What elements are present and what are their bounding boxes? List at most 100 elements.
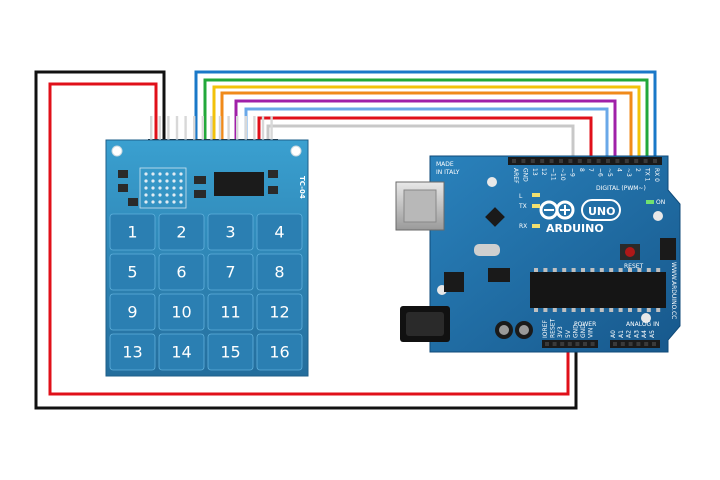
analog-pin-hole[interactable] <box>652 342 656 346</box>
keypad-key-4[interactable]: 4 <box>256 213 303 251</box>
bottom-pin-holes <box>545 342 656 346</box>
digital-pin-hole[interactable] <box>568 159 573 163</box>
power-pin-hole[interactable] <box>590 342 595 346</box>
jumper-pad <box>165 193 169 197</box>
key-pad-surface[interactable] <box>109 293 156 331</box>
digital-pin-hole[interactable] <box>530 159 535 163</box>
power-pin-hole[interactable] <box>560 342 565 346</box>
key-pad-surface[interactable] <box>109 213 156 251</box>
keypad-key-11[interactable]: 11 <box>207 293 254 331</box>
digital-pin-hole[interactable] <box>596 159 601 163</box>
header-pin <box>150 116 153 140</box>
analog-pin-label: A3 <box>633 330 640 338</box>
jumper-pad <box>158 172 162 176</box>
power-pin-hole[interactable] <box>552 342 557 346</box>
jumper-pad <box>144 179 148 183</box>
keypad-key-6[interactable]: 6 <box>158 253 205 291</box>
jumper-pad <box>144 200 148 204</box>
jumper-pad <box>179 172 183 176</box>
keypad-key-5[interactable]: 5 <box>109 253 156 291</box>
key-pad-surface[interactable] <box>256 213 303 251</box>
key-label: 12 <box>269 303 289 322</box>
header-pin <box>261 116 265 140</box>
keypad-key-2[interactable]: 2 <box>158 213 205 251</box>
digital-pin-hole[interactable] <box>540 159 545 163</box>
analog-pin-hole[interactable] <box>613 342 617 346</box>
analog-pin-hole[interactable] <box>644 342 649 346</box>
usb-chip <box>485 207 505 227</box>
power-pin-hole[interactable] <box>545 342 549 346</box>
power-pin-label: GND <box>572 324 579 338</box>
jumper-pad <box>151 193 155 197</box>
keypad-key-1[interactable]: 1 <box>109 213 156 251</box>
key-pad-surface[interactable] <box>207 293 254 331</box>
digital-pin-hole[interactable] <box>521 159 526 163</box>
keypad-key-12[interactable]: 12 <box>256 293 303 331</box>
key-pad-surface[interactable] <box>256 293 303 331</box>
jumper-pad <box>179 179 183 183</box>
jumper-pad <box>179 186 183 190</box>
key-pad-surface[interactable] <box>109 253 156 291</box>
power-pin-label: GND <box>580 324 587 338</box>
in-italy-label: IN ITALY <box>436 169 460 176</box>
keypad-key-3[interactable]: 3 <box>207 213 254 251</box>
key-pad-surface[interactable] <box>256 333 303 371</box>
keypad-key-9[interactable]: 9 <box>109 293 156 331</box>
digital-pin-hole[interactable] <box>634 159 639 163</box>
aux-chip <box>488 268 510 282</box>
analog-pin-hole[interactable] <box>628 342 633 346</box>
digital-pin-hole[interactable] <box>512 159 516 163</box>
key-pad-surface[interactable] <box>158 293 205 331</box>
keypad-key-13[interactable]: 13 <box>109 333 156 371</box>
key-pad-surface[interactable] <box>158 253 205 291</box>
chip-leg <box>562 268 567 272</box>
key-label: 16 <box>269 343 289 362</box>
digital-pin-hole[interactable] <box>587 159 592 163</box>
keypad-key-15[interactable]: 15 <box>207 333 254 371</box>
digital-pin-hole[interactable] <box>577 159 582 163</box>
wire-green <box>203 78 649 158</box>
keypad-key-14[interactable]: 14 <box>158 333 205 371</box>
power-pin-hole[interactable] <box>567 342 572 346</box>
header-pin <box>184 116 187 140</box>
keypad-key-16[interactable]: 16 <box>256 333 303 371</box>
digital-pin-hole[interactable] <box>559 159 563 163</box>
key-pad-surface[interactable] <box>256 253 303 291</box>
digital-pin-hole[interactable] <box>643 159 648 163</box>
digital-pin-holes <box>512 159 657 163</box>
jumper-pad <box>144 193 148 197</box>
key-pad-surface[interactable] <box>207 333 254 371</box>
key-pad-surface[interactable] <box>109 333 156 371</box>
keypad-component <box>194 176 206 184</box>
digital-pin-hole[interactable] <box>615 159 620 163</box>
key-pad-surface[interactable] <box>207 213 254 251</box>
reset-button-cap[interactable] <box>625 247 635 257</box>
digital-pin-hole[interactable] <box>624 159 629 163</box>
chip-leg <box>628 308 632 312</box>
header-pin <box>201 116 204 140</box>
key-pad-surface[interactable] <box>158 213 205 251</box>
reset-label: RESET <box>624 263 644 270</box>
keypad-chip <box>214 172 264 196</box>
digital-pin-hole[interactable] <box>653 159 657 163</box>
usb-jack-inner <box>403 189 437 223</box>
analog-pin-hole[interactable] <box>620 342 625 346</box>
power-pin-hole[interactable] <box>575 342 580 346</box>
power-label: POWER <box>574 321 596 328</box>
analog-pin-hole[interactable] <box>636 342 641 346</box>
digital-pin-hole[interactable] <box>606 159 610 163</box>
digital-pin-label: 12 <box>540 168 547 176</box>
power-pin-hole[interactable] <box>583 342 587 346</box>
keypad-key-7[interactable]: 7 <box>207 253 254 291</box>
key-label: 13 <box>122 343 142 362</box>
key-pad-surface[interactable] <box>158 333 205 371</box>
keypad-key-10[interactable]: 10 <box>158 293 205 331</box>
chip-leg <box>581 308 585 312</box>
keypad-key-8[interactable]: 8 <box>256 253 303 291</box>
digital-pin-hole[interactable] <box>549 159 554 163</box>
chip-leg <box>571 308 576 312</box>
chip-leg <box>628 268 632 272</box>
key-pad-surface[interactable] <box>207 253 254 291</box>
wire-red-vcc <box>48 82 570 396</box>
jumper-pad <box>165 200 169 204</box>
